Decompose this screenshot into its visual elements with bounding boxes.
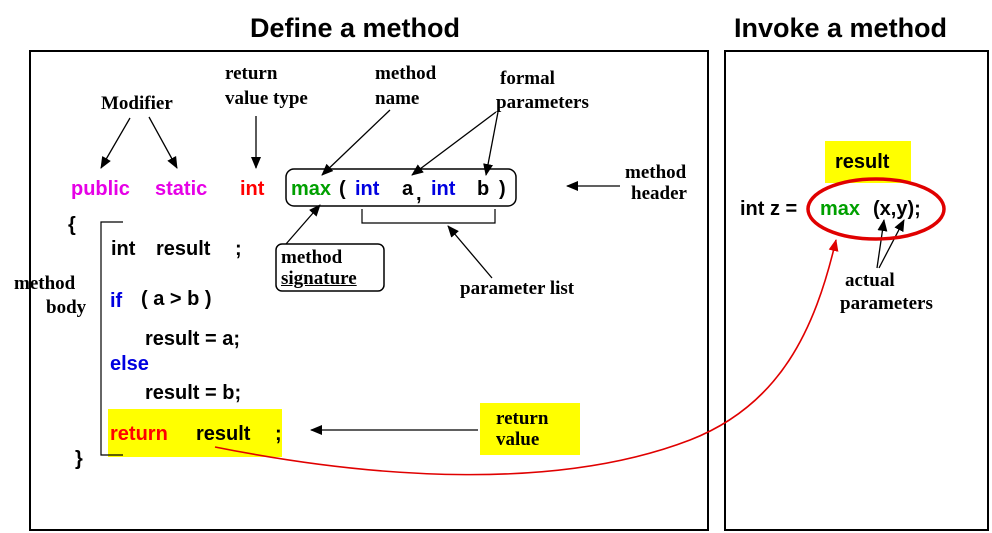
actual-param-arrow-x (876, 219, 888, 269)
formal-params-label-line2: parameters (496, 92, 589, 113)
invoke-lhs: int z = (740, 198, 798, 220)
return-flow-curve (214, 239, 839, 476)
signature-box (285, 168, 517, 207)
if-condition: ( a > b ) (141, 288, 212, 310)
actual-param-arrow-y (878, 219, 905, 269)
static-keyword: static (155, 178, 208, 200)
parameter-list-arrow (447, 225, 493, 279)
assign-a: result = a; (145, 328, 241, 350)
return-value-label-line2: value (496, 429, 540, 450)
decl-name: result (156, 238, 211, 260)
assign-b: result = b; (145, 382, 242, 404)
formal-param-arrow-a (411, 111, 497, 176)
formal-param-arrow-b (483, 111, 499, 176)
method-name-label-line2: name (375, 88, 420, 109)
open-brace: { (68, 214, 76, 236)
formal-params-label-line1: formal (500, 68, 555, 89)
modifier-arrow-static (148, 116, 178, 169)
invoke-arguments: (x,y); (873, 198, 921, 220)
signature-label-line2: signature (281, 268, 357, 289)
param2-type: int (431, 178, 456, 200)
modifier-label: Modifier (101, 93, 173, 114)
decl-type: int (111, 238, 136, 260)
signature-arrow (285, 204, 321, 245)
define-method-title: Define a method (250, 13, 461, 43)
method-header-label-line2: header (631, 183, 687, 204)
method-body-label-line2: body (46, 297, 87, 318)
result-label-highlight (825, 141, 911, 183)
method-header-label-line1: method (625, 162, 687, 183)
actual-params-label-line1: actual (845, 270, 895, 291)
return-keyword: return (110, 423, 168, 445)
modifier-arrow-public (100, 117, 131, 169)
return-value-label-line1: return (496, 408, 549, 429)
close-paren: ) (499, 178, 506, 200)
actual-params-label-line2: parameters (840, 293, 933, 314)
method-name-arrow (321, 109, 391, 176)
signature-label-line1: method (281, 247, 343, 268)
return-statement-highlight (108, 409, 282, 457)
decl-semicolon: ; (235, 238, 242, 260)
invoke-method-name: max (820, 198, 861, 220)
return-type-keyword: int (240, 178, 265, 200)
return-type-label-line2: value type (225, 88, 308, 109)
method-name-label-line1: method (375, 63, 437, 84)
parameter-list-bracket (361, 209, 496, 224)
else-keyword: else (110, 353, 149, 375)
close-brace: } (75, 448, 83, 470)
param1-type: int (355, 178, 380, 200)
method-name: max (291, 178, 332, 200)
return-type-label-line1: return (225, 63, 278, 84)
return-semicolon: ; (275, 423, 282, 445)
param1-name: a (402, 178, 414, 200)
invoke-panel (724, 50, 989, 531)
call-ellipse (806, 177, 946, 241)
return-expression: result (196, 423, 251, 445)
public-keyword: public (71, 178, 130, 200)
parameter-list-label: parameter list (460, 278, 575, 299)
method-body-bracket (100, 221, 123, 456)
return-value-label-highlight (480, 403, 580, 455)
signature-label-box (275, 243, 385, 292)
invoke-method-title: Invoke a method (734, 13, 948, 43)
result-label: result (835, 151, 890, 173)
if-keyword: if (110, 290, 123, 312)
open-paren: ( (339, 178, 346, 200)
method-body-label-line1: method (14, 273, 76, 294)
define-panel (29, 50, 709, 531)
param2-name: b (477, 178, 490, 200)
param-comma: , (416, 183, 422, 205)
